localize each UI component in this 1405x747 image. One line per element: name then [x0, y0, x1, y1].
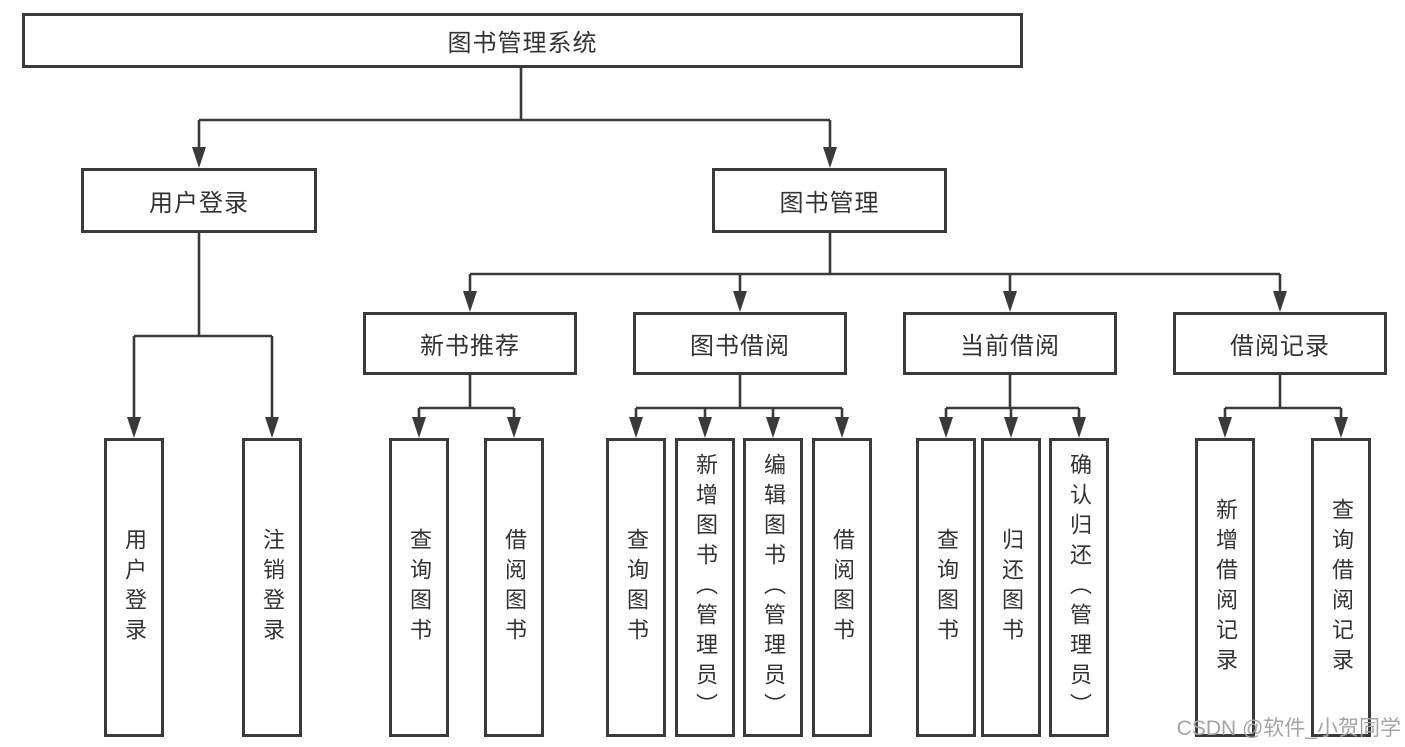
node-label: 借阅图书: [502, 527, 527, 648]
node-label: 查询图书: [934, 527, 959, 648]
node-borrowing-records: 借阅记录: [1173, 312, 1387, 375]
node-label: 查询借阅记录: [1329, 497, 1354, 678]
node-label: 图书管理系统: [447, 30, 598, 57]
leaf-add-borrow-record: 新增借阅记录: [1195, 438, 1255, 737]
node-label: 确认归还（管理员）: [1067, 452, 1092, 723]
node-label: 注销登录: [260, 527, 285, 648]
leaf-logout: 注销登录: [242, 438, 302, 737]
node-label: 当前借阅: [960, 333, 1060, 360]
node-label: 查询图书: [407, 527, 432, 648]
node-label: 用户登录: [122, 527, 147, 648]
node-label: 归还图书: [999, 527, 1024, 648]
node-current-borrowing: 当前借阅: [903, 312, 1117, 375]
node-library-management-system: 图书管理系统: [22, 13, 1023, 68]
node-label: 新书推荐: [420, 333, 520, 360]
node-label: 编辑图书（管理员）: [761, 452, 786, 723]
leaf-return-books: 归还图书: [981, 438, 1041, 737]
leaf-user-login: 用户登录: [104, 438, 164, 737]
node-label: 图书借阅: [690, 333, 790, 360]
leaf-query-books-borrowing: 查询图书: [606, 438, 666, 737]
node-label: 借阅记录: [1230, 333, 1330, 360]
node-label: 新增图书（管理员）: [693, 452, 718, 723]
node-label: 新增借阅记录: [1213, 497, 1238, 678]
node-label: 用户登录: [149, 190, 249, 217]
leaf-query-books-current: 查询图书: [916, 438, 976, 737]
leaf-borrow-books-borrowing: 借阅图书: [812, 438, 872, 737]
leaf-borrow-books-recommend: 借阅图书: [484, 438, 544, 737]
node-book-borrowing: 图书借阅: [633, 312, 847, 375]
node-user-login: 用户登录: [81, 168, 317, 233]
leaf-query-books-recommend: 查询图书: [389, 438, 449, 737]
node-label: 图书管理: [779, 190, 880, 217]
leaf-confirm-return-admin: 确认归还（管理员）: [1049, 438, 1109, 737]
node-book-management: 图书管理: [712, 168, 947, 233]
leaf-edit-book-admin: 编辑图书（管理员）: [743, 438, 803, 737]
node-label: 借阅图书: [830, 527, 855, 648]
leaf-query-borrow-record: 查询借阅记录: [1311, 438, 1371, 737]
csdn-watermark: CSDN @软件_小贺同学: [1176, 717, 1401, 740]
leaf-add-book-admin: 新增图书（管理员）: [675, 438, 735, 737]
node-new-book-recommendation: 新书推荐: [363, 312, 577, 375]
node-label: 查询图书: [624, 527, 649, 648]
